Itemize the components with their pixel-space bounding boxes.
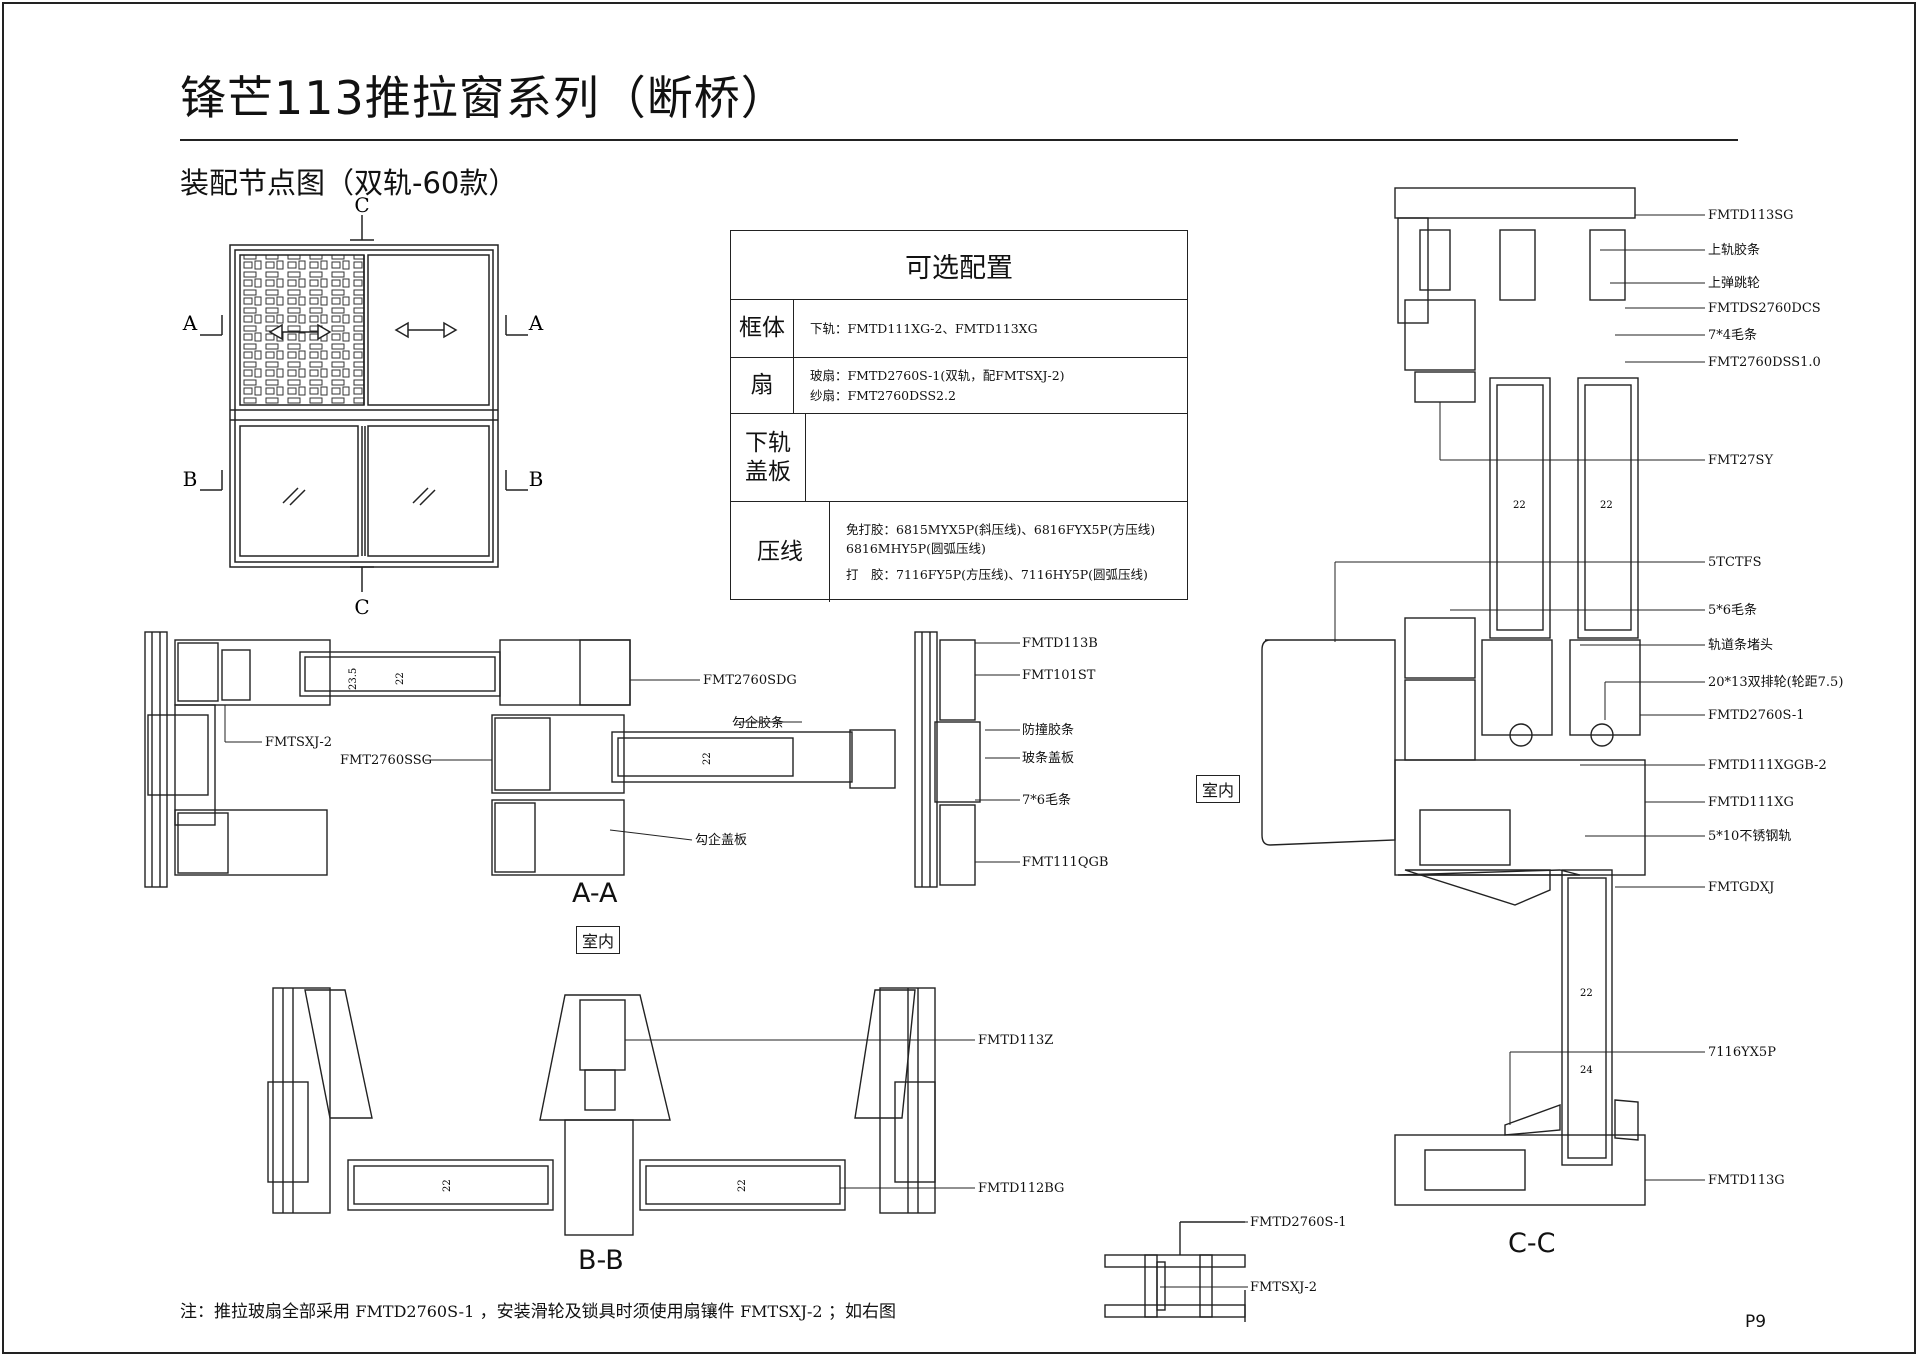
config-value: 纱扇：FMT2760DSS2.2 [810, 387, 956, 403]
callout-fmtd113g: FMTD113G [1708, 1173, 1785, 1188]
double-arrow-icon [394, 321, 458, 339]
callout-7x4-brush: 7*4毛条 [1708, 327, 1757, 343]
callout-fmtd113b: FMTD113B [1022, 636, 1098, 651]
glass-mark-icon [282, 487, 436, 506]
window-elevation [200, 215, 528, 592]
dim-label: 22 [1600, 500, 1613, 511]
callout-fmt2760ssg: FMT2760SSG [340, 753, 432, 768]
callout-7116yx5p: 7116YX5P [1708, 1045, 1776, 1060]
callout-fmtsxj-2: FMTSXJ-2 [265, 735, 332, 750]
config-value: 打 胶：7116FY5P(方压线)、7116HY5P(圆弧压线) [846, 566, 1148, 582]
callout-bumper-seal: 防撞胶条 [1022, 722, 1074, 738]
callout-hook-seal: 勾企胶条 [732, 715, 784, 731]
section-mark-a-left: A [182, 311, 198, 335]
callout-fmtd113z: FMTD113Z [978, 1033, 1053, 1048]
callout-track-end-cap: 轨道条堵头 [1708, 637, 1773, 653]
section-aa-drawing [144, 631, 981, 888]
config-key: 框体 [731, 300, 794, 357]
config-row-bead: 压线 免打胶：6815MYX5P(斜压线)、6816FYX5P(方压线) 681… [731, 502, 1187, 602]
dim-label: 22 [442, 1179, 453, 1192]
section-mark-c-top: C [354, 193, 369, 217]
callout-5tctfs: 5TCTFS [1708, 555, 1762, 570]
dim-label: 22 [395, 672, 406, 685]
double-arrow-icon [268, 323, 332, 341]
callout-top-spring-wheel: 上弹跳轮 [1708, 276, 1760, 291]
callout-fmtds2760dcs: FMTDS2760DCS [1708, 301, 1821, 316]
section-cc-label: C-C [1508, 1228, 1556, 1259]
callout-fmtgdxj: FMTGDXJ [1708, 880, 1774, 895]
callout-double-wheel: 20*13双排轮(轮距7.5) [1708, 675, 1843, 690]
section-aa-callouts [224, 642, 1020, 863]
callout-5x6-brush: 5*6毛条 [1708, 602, 1757, 618]
section-bb-label: B-B [578, 1245, 624, 1276]
dim-label: 22 [737, 1179, 748, 1192]
title-rule [180, 139, 1738, 141]
page-subtitle: 装配节点图（双轨-60款） [180, 166, 518, 200]
indoor-label-aa: 室内 [576, 926, 621, 954]
config-key: 下轨盖板 [731, 414, 806, 501]
callout-fmtd113sg: FMTD113SG [1708, 208, 1794, 223]
section-aa-label: A-A [572, 878, 618, 909]
callout-top-rail-seal: 上轨胶条 [1708, 242, 1760, 258]
config-table-title: 可选配置 [731, 231, 1187, 300]
detail-small-callouts [1160, 1221, 1248, 1288]
callout-7x6-brush: 7*6毛条 [1022, 792, 1071, 808]
dim-label: 24 [1580, 1065, 1593, 1076]
callout-steel-rail: 5*10不锈钢轨 [1708, 829, 1791, 844]
callout-fmtd2760s-1: FMTD2760S-1 [1708, 708, 1805, 723]
page-title: 锋芒113推拉窗系列（断桥） [180, 71, 788, 125]
callout-fmt2760sdg: FMT2760SDG [703, 673, 797, 688]
config-value: 下轨：FMTD111XG-2、FMTD113XG [810, 320, 1038, 336]
dim-label: 22 [1580, 988, 1593, 999]
section-mark-b-left: B [183, 467, 198, 491]
callout-detail-fmtd2760s-1: FMTD2760S-1 [1250, 1215, 1347, 1230]
callout-fmt111qgb: FMT111QGB [1022, 855, 1108, 870]
config-value: 免打胶：6815MYX5P(斜压线)、6816FYX5P(方压线) [846, 521, 1156, 537]
config-key: 压线 [731, 502, 830, 602]
config-row-cover: 下轨盖板 [731, 414, 1187, 502]
section-mark-c-bottom: C [354, 595, 369, 619]
footer-note: 注：推拉玻扇全部采用 FMTD2760S-1 ，安装滑轮及锁具时须使用扇镶件 F… [180, 1297, 896, 1322]
config-value: 玻扇：FMTD2760S-1(双轨，配FMTSXJ-2) [810, 368, 1065, 384]
section-mark-a-right: A [528, 311, 544, 335]
section-cc-callouts [1334, 214, 1705, 1181]
section-mark-b-right: B [529, 467, 544, 491]
section-bb-drawing [267, 987, 936, 1236]
callout-fmt101st: FMT101ST [1022, 668, 1096, 683]
dim-label: 22 [702, 752, 713, 765]
callout-fmt2760dss1-0: FMT2760DSS1.0 [1708, 355, 1821, 370]
indoor-label-cc: 室内 [1196, 775, 1241, 803]
note-part-1: FMTD2760S-1 [355, 1302, 475, 1321]
dim-label: 23.5 [348, 668, 359, 690]
dim-label: 22 [1513, 500, 1526, 511]
section-cc-drawing [1261, 187, 1646, 1206]
config-row-frame: 框体 下轨：FMTD111XG-2、FMTD113XG [731, 300, 1187, 358]
note-part-2: FMTSXJ-2 [740, 1302, 823, 1321]
callout-detail-fmtsxj-2: FMTSXJ-2 [1250, 1280, 1317, 1295]
callout-fmtd111xg: FMTD111XG [1708, 795, 1794, 810]
callout-hook-cover: 勾企盖板 [695, 832, 747, 848]
note-prefix: 注：推拉玻扇全部采用 [180, 1302, 350, 1322]
callout-bead-cover: 玻条盖板 [1022, 750, 1074, 766]
callout-fmt27sy: FMT27SY [1708, 453, 1773, 468]
section-bb-callouts [625, 1039, 975, 1189]
config-value: 6816MHY5P(圆弧压线) [846, 541, 986, 557]
config-row-sash: 扇 玻扇：FMTD2760S-1(双轨，配FMTSXJ-2) 纱扇：FMT276… [731, 358, 1187, 414]
callout-fmtd112bg: FMTD112BG [978, 1181, 1064, 1196]
callout-fmtd111xggb-2: FMTD111XGGB-2 [1708, 758, 1827, 773]
config-table: 可选配置 框体 下轨：FMTD111XG-2、FMTD113XG 扇 玻扇：FM… [730, 230, 1188, 602]
page-number: P9 [1745, 1312, 1767, 1332]
note-middle: ，安装滑轮及锁具时须使用扇镶件 [479, 1302, 735, 1322]
detail-small-drawing [1104, 1221, 1246, 1322]
config-key: 扇 [731, 358, 794, 413]
note-suffix: ；如右图 [827, 1302, 896, 1322]
